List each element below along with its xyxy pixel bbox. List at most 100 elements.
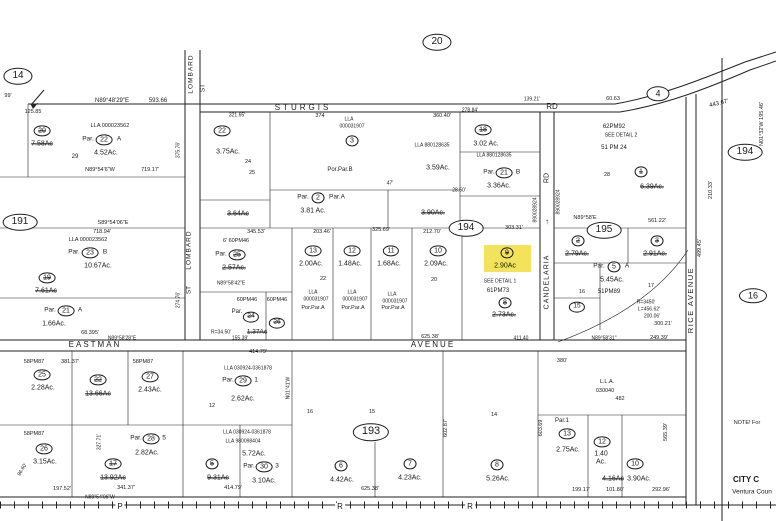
map-label: 9.31Ac: [207, 474, 229, 482]
map-label: N89°48'29"E: [94, 97, 130, 104]
map-label: 499.45': [697, 239, 704, 257]
map-label: LLA: [387, 291, 397, 298]
map-label: 16: [578, 289, 586, 296]
sheet-ref-20: 20: [422, 33, 452, 51]
street-rice-ave: RICE AVENUE: [686, 266, 696, 334]
map-label: 5.26Ac.: [486, 475, 510, 483]
map-label: 249.39': [650, 335, 668, 342]
parcel-number-5: 5: [205, 458, 219, 470]
map-label: 60.63: [606, 96, 620, 103]
map-label: 561.22': [648, 218, 666, 225]
sheet-ref-191: 191: [2, 213, 38, 231]
map-label: SEE DETAIL 1: [483, 278, 517, 285]
map-label: 890028924: [555, 189, 562, 215]
map-label: 3: [275, 462, 279, 470]
parcel-number-22: 22: [89, 374, 107, 386]
map-label: ↑: [545, 216, 549, 226]
map-label: 327.71': [96, 433, 103, 451]
map-label: 2.28Ac.: [31, 384, 55, 392]
parcel-number-23: 23: [81, 247, 99, 259]
map-label: N89°58'31": [591, 335, 617, 342]
parcel-number-3: 3: [345, 135, 359, 147]
map-label: 16: [306, 409, 314, 416]
map-label: Par.: [593, 262, 605, 270]
map-label: Par.1: [554, 417, 570, 424]
map-label: 5.45Ac.: [600, 276, 624, 284]
railroad-letter: R: [335, 501, 345, 512]
map-label: 47': [386, 180, 394, 187]
map-label: 29: [71, 153, 79, 160]
map-label: 411.40: [513, 335, 529, 342]
parcel-number-26: 26: [35, 443, 53, 455]
map-label: Par.: [243, 462, 255, 470]
map-label: Por.Par.A: [301, 305, 325, 312]
map-label: 58PM87: [23, 431, 45, 438]
parcel-number-20: 20: [33, 125, 51, 137]
map-label: 325.69': [372, 227, 390, 234]
map-label: 155.39': [231, 335, 249, 342]
parcel-number-24: 24: [242, 311, 260, 323]
map-label: 12: [208, 403, 216, 410]
parcel-9-highlighted: 9: [500, 247, 514, 259]
map-label: A: [77, 306, 83, 314]
parcel-number-22: 22: [213, 125, 231, 137]
map-label: L=456.62': [638, 306, 660, 313]
map-label: LLA 000023562: [68, 237, 108, 244]
street-lombard-st-2: LOMBARD: [185, 230, 193, 270]
map-label: 4.16Ac: [602, 475, 624, 483]
map-label: A: [624, 262, 630, 270]
map-label: 200.06': [643, 313, 661, 320]
map-label: 719.17': [141, 167, 159, 174]
map-label: 10.67Ac.: [84, 262, 112, 270]
sheet-ref-16: 16: [738, 288, 768, 304]
map-label: 139.21': [523, 96, 541, 103]
map-label: 2.62Ac.: [231, 395, 255, 403]
map-label: Ac.: [595, 458, 607, 466]
map-label: Par.: [222, 376, 234, 384]
parcel-number-3: 3: [650, 235, 664, 247]
map-label: ST: [185, 285, 193, 295]
map-label: Par.A: [329, 193, 345, 201]
parcel-number-7: 7: [403, 458, 417, 470]
map-label: LLA: [308, 289, 318, 296]
map-label: 602.87': [443, 419, 450, 437]
map-label: N89°58'E: [573, 215, 597, 222]
map-label: 96.60': [16, 462, 29, 478]
map-label: 625.38': [361, 486, 379, 493]
parcel-number-17: 17: [104, 458, 122, 470]
map-label: Par.: [68, 248, 80, 256]
map-label: 7.58Ac: [31, 140, 53, 148]
map-label: 3.64Ac: [227, 210, 249, 218]
map-label: Par.: [297, 193, 309, 201]
map-label: 6.39Ac.: [640, 183, 664, 191]
map-label: 2.09Ac.: [424, 260, 448, 268]
map-label: 000031907: [303, 296, 329, 303]
map-label: N89°58'42"E: [216, 280, 246, 287]
map-label: 1.68Ac.: [377, 260, 401, 268]
parcel-number-12: 12: [593, 436, 611, 448]
map-label: 101.80': [606, 487, 624, 494]
map-label: 20: [430, 277, 438, 284]
parcel-number-15: 15: [568, 301, 586, 313]
parcel-number-13: 13: [558, 428, 576, 440]
map-label: N01°32'W 195.46': [759, 101, 766, 147]
map-label: 443.67': [708, 98, 730, 110]
county-label: Ventura Coun: [732, 488, 772, 496]
map-label: 60PM46: [236, 297, 258, 304]
map-label: 414.79': [224, 485, 242, 492]
map-label: 375.76': [175, 141, 182, 159]
map-label: Por.Par.A: [381, 305, 405, 312]
map-label: LLA 030924-0361878: [223, 429, 271, 436]
map-label: 22: [319, 276, 327, 283]
map-label: 199.17': [572, 487, 590, 494]
city-label: CITY C: [732, 474, 760, 484]
map-label: 2.43Ac.: [138, 386, 162, 394]
map-label: 51 PM 24: [601, 144, 627, 151]
parcel-number-12: 12: [343, 245, 361, 257]
map-label: Par.: [82, 135, 94, 143]
map-label: 3.81 Ac.: [300, 207, 326, 215]
map-label: 203.46': [313, 229, 331, 236]
